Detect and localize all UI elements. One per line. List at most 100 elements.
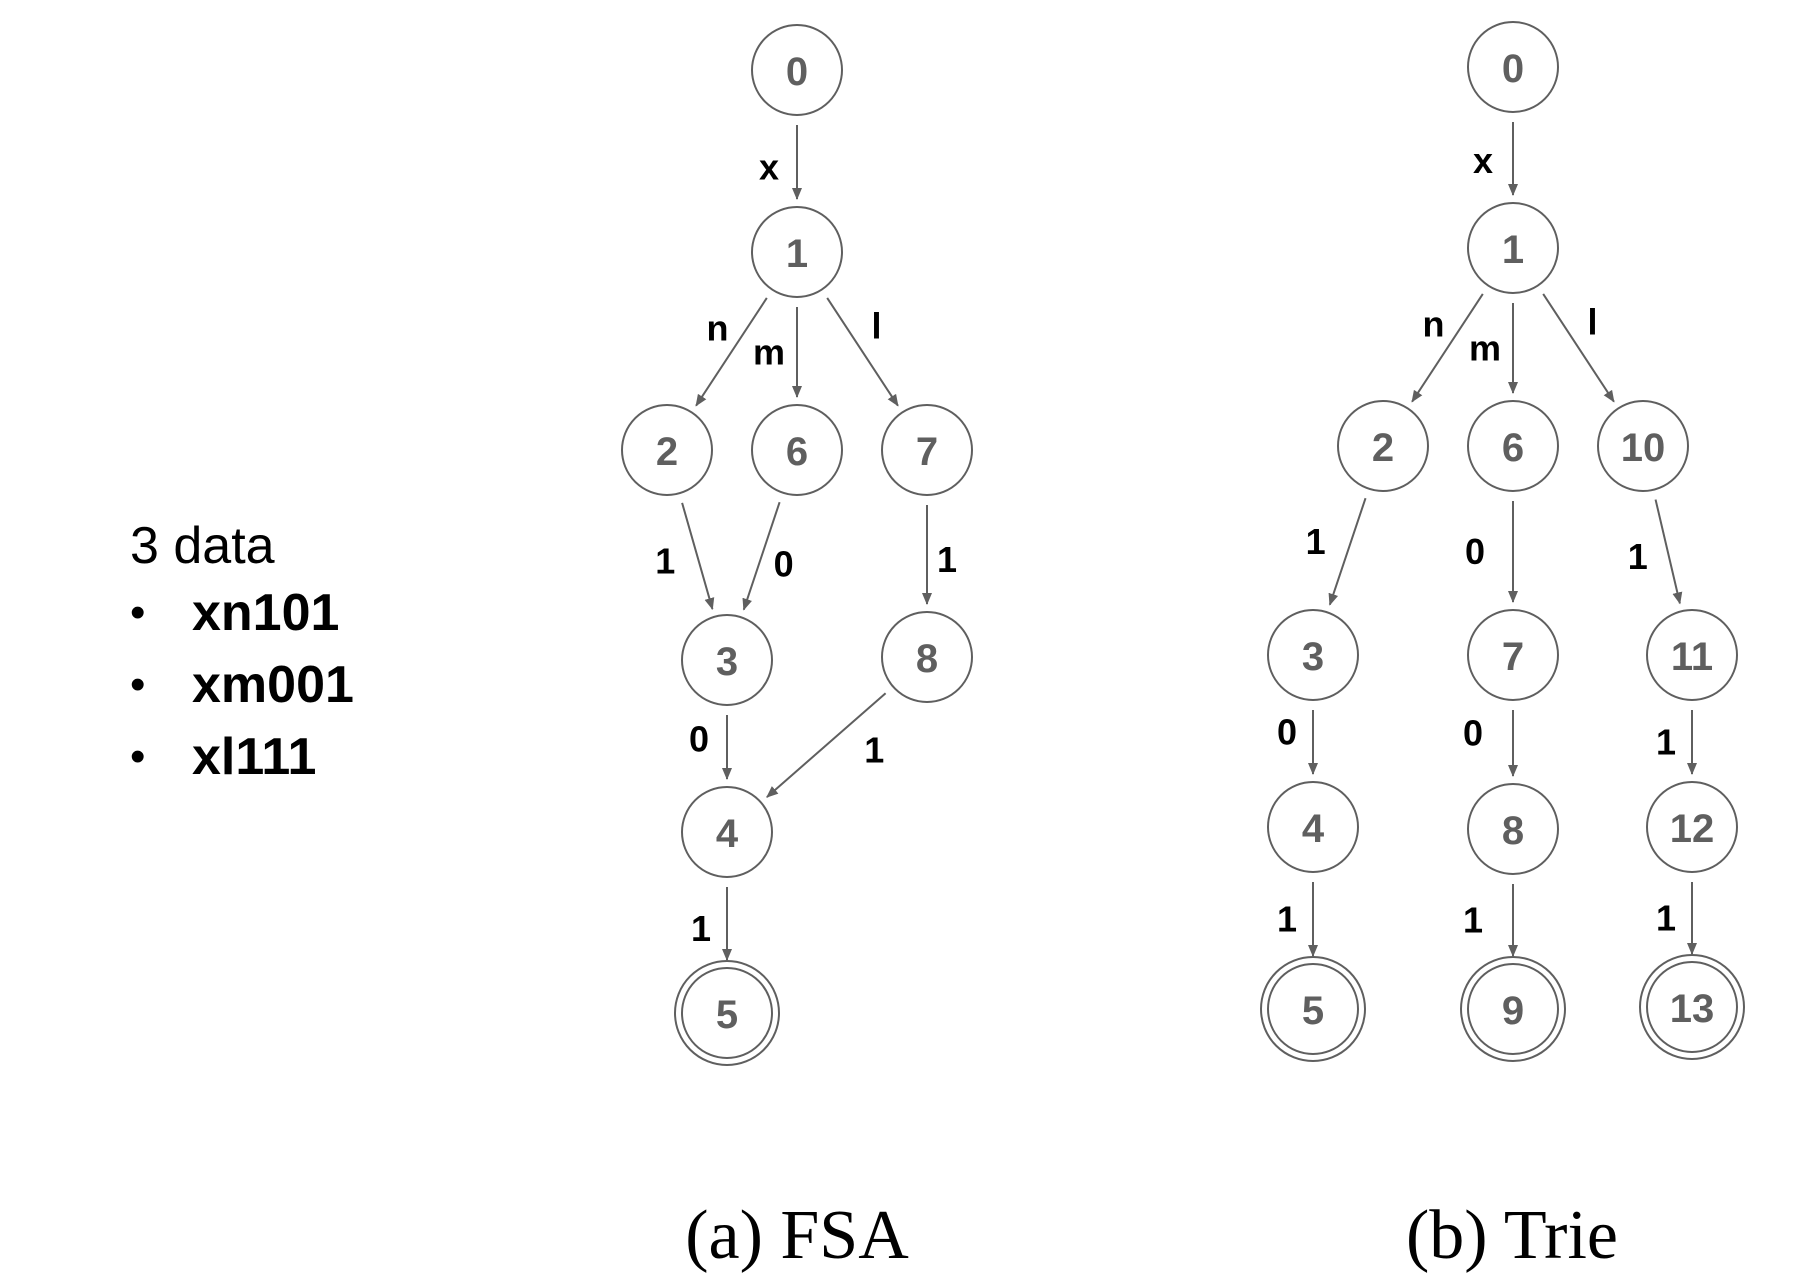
final-state-node: 5: [1260, 956, 1366, 1062]
state-label: 0: [786, 50, 808, 94]
state-label: 0: [1502, 47, 1524, 91]
edge-label: 1: [1656, 898, 1676, 939]
edge-arrow: [1411, 293, 1484, 403]
edge-label: l: [872, 305, 882, 346]
data-item-text: xn101: [192, 584, 340, 642]
state-circle: [1467, 202, 1559, 294]
edge-arrow: [826, 297, 899, 407]
state-circle: [681, 786, 773, 878]
state-label: 7: [916, 430, 938, 474]
bullet-icon: •: [130, 660, 146, 709]
edge-label: 1: [1277, 899, 1297, 940]
state-node: 4: [681, 786, 773, 878]
state-node: 10: [1597, 400, 1689, 492]
state-circle: [1267, 781, 1359, 873]
edge-label: 0: [1465, 531, 1485, 572]
state-node: 8: [1467, 783, 1559, 875]
state-circle: [681, 967, 773, 1059]
edge: 0: [742, 501, 794, 611]
state-node: 7: [881, 404, 973, 496]
final-state-node: 5: [674, 960, 780, 1066]
data-list-item: • xl111: [130, 721, 354, 793]
state-circle: [881, 404, 973, 496]
edge: x: [759, 125, 802, 200]
edge-label: x: [759, 147, 779, 188]
edge: m: [1469, 303, 1518, 394]
edge-label: 1: [1463, 900, 1483, 941]
state-circle: [1597, 400, 1689, 492]
state-circle: [751, 206, 843, 298]
state-node: 3: [1267, 609, 1359, 701]
bullet-icon: •: [130, 732, 146, 781]
edge-arrow: [695, 297, 768, 407]
edge-label: m: [1469, 328, 1501, 369]
edge-label: 0: [774, 543, 794, 584]
state-circle: [1646, 781, 1738, 873]
state-node: 2: [621, 404, 713, 496]
data-list-item: • xm001: [130, 649, 354, 721]
edge-arrow: [1328, 497, 1367, 606]
edge: 1: [1656, 710, 1697, 775]
state-node: 1: [1467, 202, 1559, 294]
state-label: 3: [1302, 635, 1324, 679]
state-circle: [1467, 609, 1559, 701]
data-list: 3 data • xn101 • xm001 • xl111: [130, 515, 354, 793]
state-label: 2: [656, 430, 678, 474]
edge: l: [1542, 293, 1615, 403]
state-label: 3: [716, 640, 738, 684]
state-circle: [881, 611, 973, 703]
edge: 1: [655, 502, 715, 611]
state-circle: [1467, 400, 1559, 492]
state-label: 5: [716, 993, 738, 1037]
state-node: 0: [751, 24, 843, 116]
state-circle: [621, 404, 713, 496]
state-node: 12: [1646, 781, 1738, 873]
state-label: 7: [1502, 635, 1524, 679]
state-label: 8: [916, 637, 938, 681]
edge: 1: [1277, 882, 1318, 957]
edge-label: 1: [1306, 521, 1326, 562]
edge-arrow: [742, 501, 781, 611]
trie-caption: (b) Trie: [1406, 1197, 1618, 1274]
state-circle: [1646, 961, 1738, 1053]
edge-label: n: [706, 307, 728, 348]
state-label: 5: [1302, 989, 1324, 1033]
edge-arrow: [1654, 499, 1683, 605]
edge-label: m: [753, 332, 785, 373]
state-circle: [751, 404, 843, 496]
state-label: 9: [1502, 989, 1524, 1033]
state-label: 11: [1671, 635, 1713, 679]
state-label: 1: [1502, 228, 1524, 272]
edge: 0: [1465, 501, 1518, 603]
state-circle: [1467, 783, 1559, 875]
edge: 1: [922, 505, 957, 605]
edge-arrow: [766, 692, 887, 798]
edge-label: 1: [691, 908, 711, 949]
state-label: 6: [1502, 426, 1524, 470]
edge-label: 1: [864, 730, 884, 771]
final-state-node: 13: [1639, 954, 1745, 1060]
state-node: 0: [1467, 21, 1559, 113]
state-node: 1: [751, 206, 843, 298]
edge: 1: [1306, 497, 1367, 606]
state-circle: [751, 24, 843, 116]
edge-label: 1: [655, 540, 675, 581]
edge-label: x: [1473, 140, 1493, 181]
state-node: 6: [751, 404, 843, 496]
state-label: 12: [1670, 807, 1715, 851]
state-node: 2: [1337, 400, 1429, 492]
edge: l: [826, 297, 899, 407]
edge: 0: [689, 715, 732, 780]
state-label: 2: [1372, 426, 1394, 470]
state-node: 3: [681, 614, 773, 706]
state-circle: [1467, 963, 1559, 1055]
state-label: 6: [786, 430, 808, 474]
edge-label: 1: [1656, 722, 1676, 763]
state-circle: [1337, 400, 1429, 492]
state-node: 7: [1467, 609, 1559, 701]
edge: 1: [1656, 882, 1697, 955]
edge-label: 1: [937, 539, 957, 580]
edge: 1: [1463, 884, 1518, 957]
